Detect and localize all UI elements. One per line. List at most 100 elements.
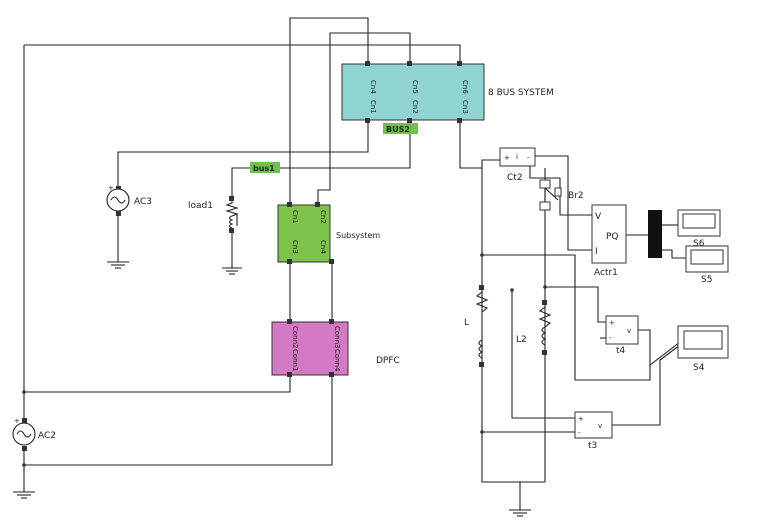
wire-t3-out [612,344,681,426]
bus-port-cn3: Cn3 [461,100,469,114]
t3-block[interactable]: + - v t3 [574,411,613,451]
ac3-plus: + [108,184,114,192]
ct2-rect [499,147,536,167]
port-dot [229,228,234,233]
scope-s4[interactable]: S4 [677,325,729,373]
actr-rect [591,204,627,264]
sine-wave-icon [110,196,126,204]
sub-port-cn4: Cn4 [319,240,327,254]
port-dot [407,61,412,66]
wire-cn4-sub-cn1 [289,17,369,205]
wire-t4-out [638,329,681,367]
scope-s6[interactable]: S6 [677,209,721,249]
wire-t4-plus [545,286,606,323]
bus-system-ports [365,61,462,123]
ct2-label: Ct2 [507,173,523,183]
bus2-tag-bg [383,123,418,134]
actr-block[interactable]: V I PQ Actr1 [591,204,627,278]
bus1-tag-label: bus1 [253,164,275,173]
wire-dpfc-ac2 [23,375,333,466]
bus-system-block[interactable]: Cn4 Cn5 Cn6 Cn1 Cn2 Cn3 8 BUS SYSTEM [341,61,554,123]
br2-label: Br2 [568,191,584,201]
port-dot [329,259,334,264]
wire-right-main [481,168,545,483]
subsystem-rect [277,204,331,263]
dpfc-port-conn1: Conn1 [291,349,299,372]
wire-cn3-right [459,120,500,169]
port-dot [479,285,484,290]
sub-port-cn2: Cn2 [319,210,327,224]
bus-port-cn6: Cn6 [461,80,469,94]
actr-v: V [595,212,602,222]
br2-block[interactable]: Br2 [539,179,584,211]
bus2-tag-label: BUS2 [386,125,410,134]
port-dot [22,446,27,451]
t4-rect [605,315,639,345]
wire-ct2-ctrl [529,165,592,216]
wire-ct2-right [535,155,592,251]
t3-label: t3 [588,441,597,451]
actr-out: PQ [606,232,619,242]
wire-cn2-load [231,120,411,198]
bus-port-cn1: Cn1 [369,100,377,114]
t4-block[interactable]: + - v t4 [605,315,639,356]
ac2-plus: + [14,417,20,425]
dpfc-port-conn4: Conn4 [333,349,341,372]
ct2-i: i [516,153,518,161]
bus2-tag[interactable]: BUS2 [383,123,418,134]
port-dot [287,372,292,377]
l2-label: L2 [516,335,527,345]
junctions [22,253,547,467]
dpfc-title: DPFC [376,356,400,366]
t4-minus: - [609,334,612,342]
ac2-label: AC2 [38,431,56,441]
ground-icon [107,261,129,269]
inductor-icon [228,215,234,229]
port-dot [116,211,121,216]
port-dot [407,118,412,123]
inductor-icon [541,326,547,346]
port-dot [329,372,334,377]
bus1-tag-bg [250,162,280,173]
dpfc-block[interactable]: Conn2 Conn3 Conn1 Conn4 DPFC [271,319,400,377]
dpfc-port-conn2: Conn2 [291,326,299,349]
dpfc-port-conn3: Conn3 [333,326,341,349]
scope-s5-label: S5 [701,275,712,285]
ac2-source[interactable]: + AC2 [12,417,56,451]
dpfc-rect [271,321,349,376]
wire-cn5-sub-cn2 [317,32,411,205]
port-dot [479,362,484,367]
actr-i: I [595,247,598,257]
bus-port-cn4: Cn4 [369,80,377,94]
br2-ctrl [554,187,562,197]
wires [23,17,686,510]
load1-block[interactable]: load1 [188,196,239,233]
l2-branch[interactable]: L2 [516,300,552,355]
ground-icon [13,491,35,499]
bus1-tag[interactable]: bus1 [250,162,280,173]
mux-block[interactable] [648,210,662,258]
t4-plus: + [609,319,615,327]
port-dot [287,202,292,207]
subsystem-block[interactable]: Cn1 Cn2 Cn3 Cn4 Subsystem [277,202,380,264]
ct2-block[interactable]: + i - Ct2 [499,147,536,183]
ac3-source[interactable]: + AC3 [106,184,152,216]
port-dot [229,196,234,201]
bus-system-title: 8 BUS SYSTEM [488,88,554,98]
resistor-icon [538,306,552,328]
scope-s5[interactable]: S5 [685,245,729,285]
l-branch[interactable]: L [464,285,489,367]
br2-switch [544,187,559,201]
sub-port-cn3: Cn3 [291,240,299,254]
wire-left-vertical [23,45,291,393]
t4-label: t4 [616,346,626,356]
subsystem-title: Subsystem [336,231,380,240]
wire-t4-minus [482,254,651,381]
scope-s6-screen [682,213,716,229]
actr-label: Actr1 [594,268,618,278]
ground-icon [509,509,531,517]
port-dot [542,300,547,305]
scope-s6-label: S6 [693,239,705,249]
